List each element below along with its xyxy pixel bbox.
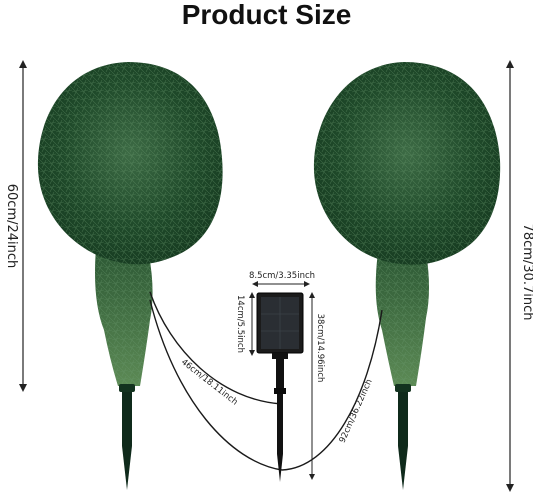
stake-height-label: 38cm/14.96inch xyxy=(315,314,325,383)
panel-width-arrow: 8.5cm/3.35inch xyxy=(249,271,315,287)
stake-height-arrow: 38cm/14.96inch xyxy=(309,292,325,480)
cable-short-label: 46cm/18.11inch xyxy=(179,357,239,407)
cable-long-right xyxy=(281,309,383,471)
right-height-label: 78cm/30.7inch xyxy=(520,224,533,321)
panel-height-label: 14cm/5.5inch xyxy=(235,295,245,353)
right-tree xyxy=(313,62,501,490)
panel-height-arrow: 14cm/5.5inch xyxy=(235,292,255,356)
right-height-arrow: 78cm/30.7inch xyxy=(506,60,533,492)
cable-long-label: 92cm/36.22inch xyxy=(338,378,375,445)
cable-short xyxy=(149,291,283,405)
left-height-label: 60cm/24inch xyxy=(4,184,19,269)
cable-long-left xyxy=(149,299,283,471)
solar-panel xyxy=(256,292,304,482)
left-tree xyxy=(37,62,223,490)
panel-width-label: 8.5cm/3.35inch xyxy=(249,271,315,281)
left-height-arrow: 60cm/24inch xyxy=(4,60,27,392)
page-title: Product Size xyxy=(181,0,352,30)
